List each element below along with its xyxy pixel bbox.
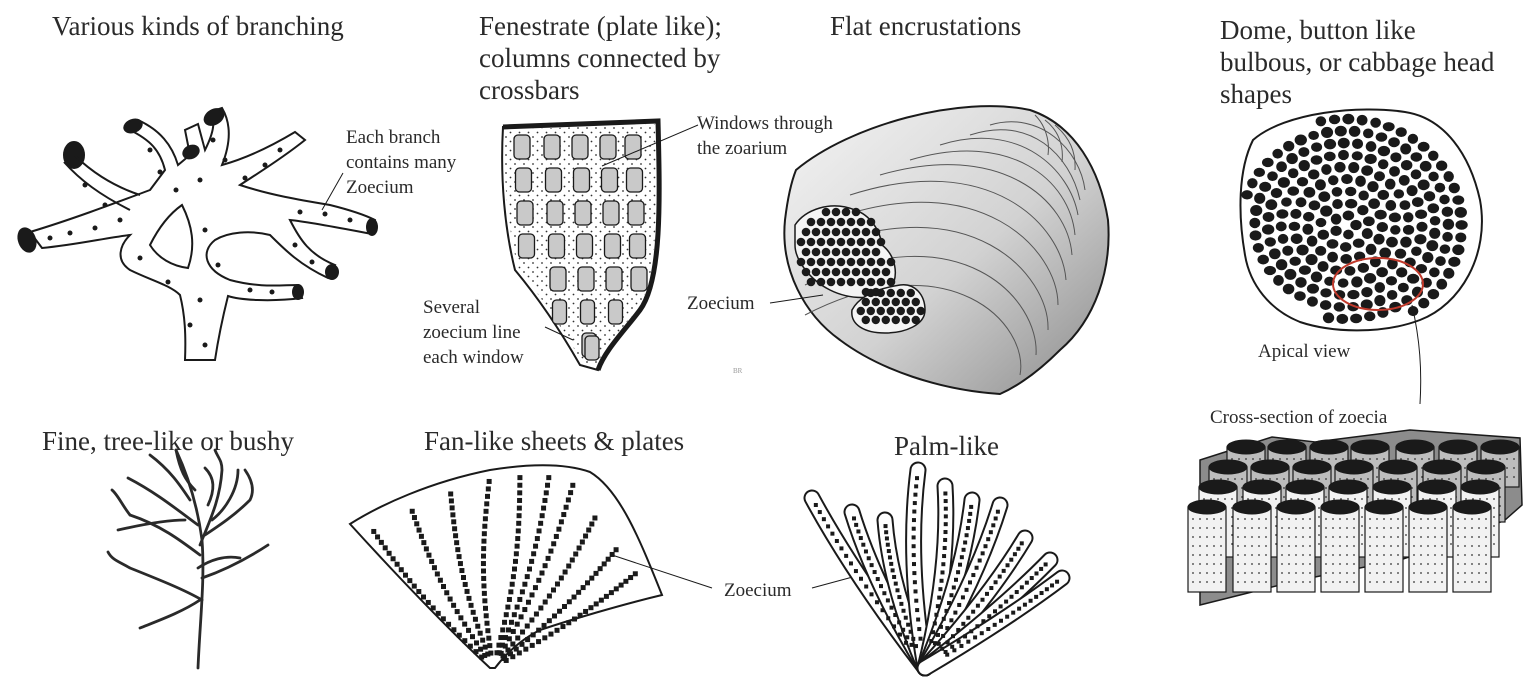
window: [516, 200, 534, 226]
label-zoecium-encrust: Zoecium: [687, 293, 755, 314]
note-several-line1: Several: [423, 297, 480, 318]
title-dome-line3: shapes: [1220, 79, 1292, 109]
window: [599, 134, 617, 160]
window: [543, 134, 561, 160]
palm-colony-drawing: [803, 461, 1071, 677]
window: [624, 134, 642, 160]
window: [579, 299, 596, 325]
window: [628, 233, 647, 259]
window: [607, 299, 624, 325]
zoecium-tube: [1408, 506, 1448, 593]
fan-colony-drawing: [348, 464, 861, 669]
note-branch-line3: Zoecium: [346, 177, 414, 198]
fenestrate-windows: [513, 134, 648, 361]
window: [574, 200, 592, 226]
window: [547, 233, 566, 259]
zoecium-tube: [1364, 506, 1404, 593]
title-bushy: Fine, tree-like or bushy: [42, 426, 294, 456]
window: [572, 167, 591, 193]
label-apical-view: Apical view: [1258, 341, 1351, 362]
fenestrate-colony-drawing: BR: [501, 118, 743, 375]
window: [546, 200, 564, 226]
zoecia-highlight-circle: [1332, 257, 1424, 311]
note-several-line3: each window: [423, 347, 524, 368]
note-several-line2: zoecium line: [423, 322, 521, 343]
window: [577, 266, 595, 292]
zoecium-tube: [1452, 506, 1492, 593]
zoecium-tube: [1276, 506, 1316, 593]
title-encrusting: Flat encrustations: [830, 11, 1022, 41]
zoecium-tube: [1320, 506, 1360, 593]
zoecium-tube: [1232, 506, 1272, 593]
note-branch-line1: Each branch: [346, 127, 441, 148]
window: [627, 200, 645, 226]
title-fan: Fan-like sheets & plates: [424, 426, 685, 456]
window: [513, 134, 531, 160]
artist-initials: BR: [733, 367, 743, 375]
zoecium-tube: [1187, 506, 1227, 593]
window: [551, 299, 568, 325]
window: [625, 167, 644, 193]
encrusting-shell-drawing: [769, 105, 1110, 396]
window: [571, 134, 589, 160]
title-fenestrate-line1: Fenestrate (plate like);: [479, 11, 722, 41]
branching-colony-outline: [28, 106, 377, 361]
branching-colony-drawing: [17, 106, 378, 361]
note-windows-line1: Windows through: [697, 113, 833, 134]
window: [544, 167, 563, 193]
zoecia-cross-section-drawing: [1187, 429, 1523, 606]
branching-colony-hole: [148, 203, 194, 270]
window: [514, 167, 533, 193]
window: [605, 266, 623, 292]
window: [600, 167, 619, 193]
title-palm: Palm-like: [894, 431, 999, 461]
window: [517, 233, 536, 259]
window: [630, 266, 648, 292]
title-branching: Various kinds of branching: [52, 11, 344, 41]
window: [603, 233, 622, 259]
window: [602, 200, 620, 226]
title-dome-line1: Dome, button like: [1220, 15, 1416, 45]
title-fenestrate-line2: columns connected by: [479, 43, 721, 73]
label-cross-section: Cross-section of zoecia: [1210, 407, 1388, 428]
fan-outline: [348, 464, 664, 669]
title-fenestrate-line3: crossbars: [479, 75, 580, 105]
note-branch-line2: contains many: [346, 152, 457, 173]
note-windows-line2: the zoarium: [697, 138, 788, 159]
bushy-colony-drawing: [106, 448, 270, 670]
window: [575, 233, 594, 259]
label-zoecium-fan: Zoecium: [724, 580, 792, 601]
dome-colony-drawing: [1239, 108, 1483, 405]
window: [549, 266, 567, 292]
title-dome-line2: bulbous, or cabbage head: [1220, 47, 1495, 77]
